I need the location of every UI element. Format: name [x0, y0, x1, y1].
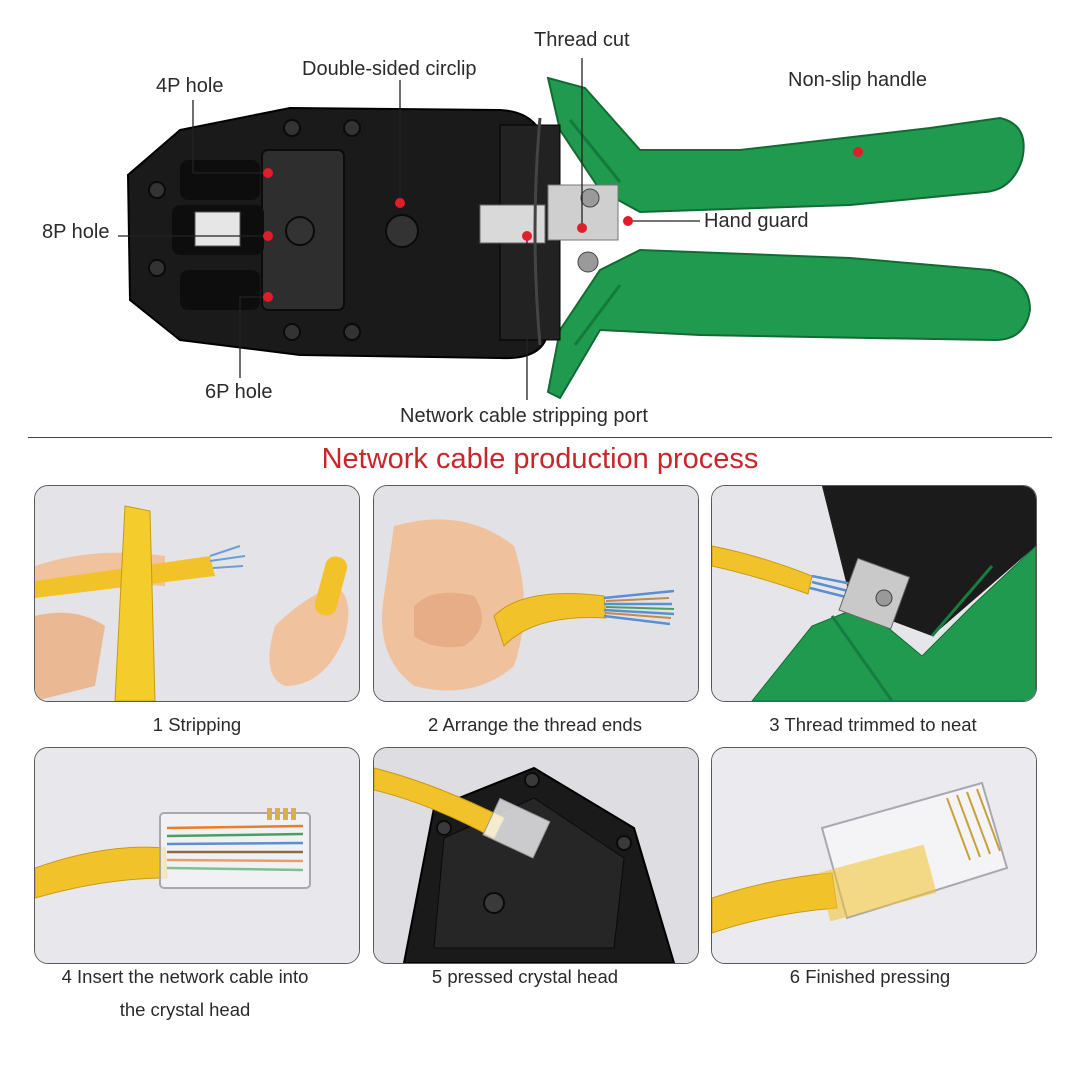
step-2-photo [373, 485, 699, 702]
lower-handle [546, 248, 1032, 400]
step-4-caption-line1: 4 Insert the network cable into [61, 966, 309, 987]
step-6-caption: 6 Finished pressing [789, 966, 951, 987]
step-4-caption-line2: the crystal head [119, 999, 251, 1020]
step-4-photo [34, 747, 360, 964]
step-1-photo [34, 485, 360, 702]
step-3-caption: 3 Thread trimmed to neat [769, 714, 977, 735]
step-5-photo [373, 747, 699, 964]
label-4p-hole: 4P hole [156, 75, 224, 97]
label-non-slip-handle: Non-slip handle [788, 69, 927, 91]
label-thread-cut: Thread cut [534, 29, 630, 51]
step-6-photo [711, 747, 1037, 964]
step-1-caption: 1 Stripping [152, 714, 242, 735]
crimp-tool-diagram [118, 58, 1032, 400]
step-2-caption: 2 Arrange the thread ends [428, 714, 642, 735]
label-8p-hole: 8P hole [42, 221, 110, 243]
label-6p-hole: 6P hole [205, 381, 273, 403]
upper-handle [546, 76, 1025, 214]
process-title: Network cable production process [321, 443, 759, 475]
label-stripping-port: Network cable stripping port [400, 405, 648, 427]
label-hand-guard: Hand guard [704, 210, 809, 232]
step-3-photo [711, 485, 1037, 702]
section-divider [28, 437, 1052, 438]
step-5-caption: 5 pressed crystal head [431, 966, 619, 987]
label-circlip: Double-sided circlip [302, 58, 477, 80]
